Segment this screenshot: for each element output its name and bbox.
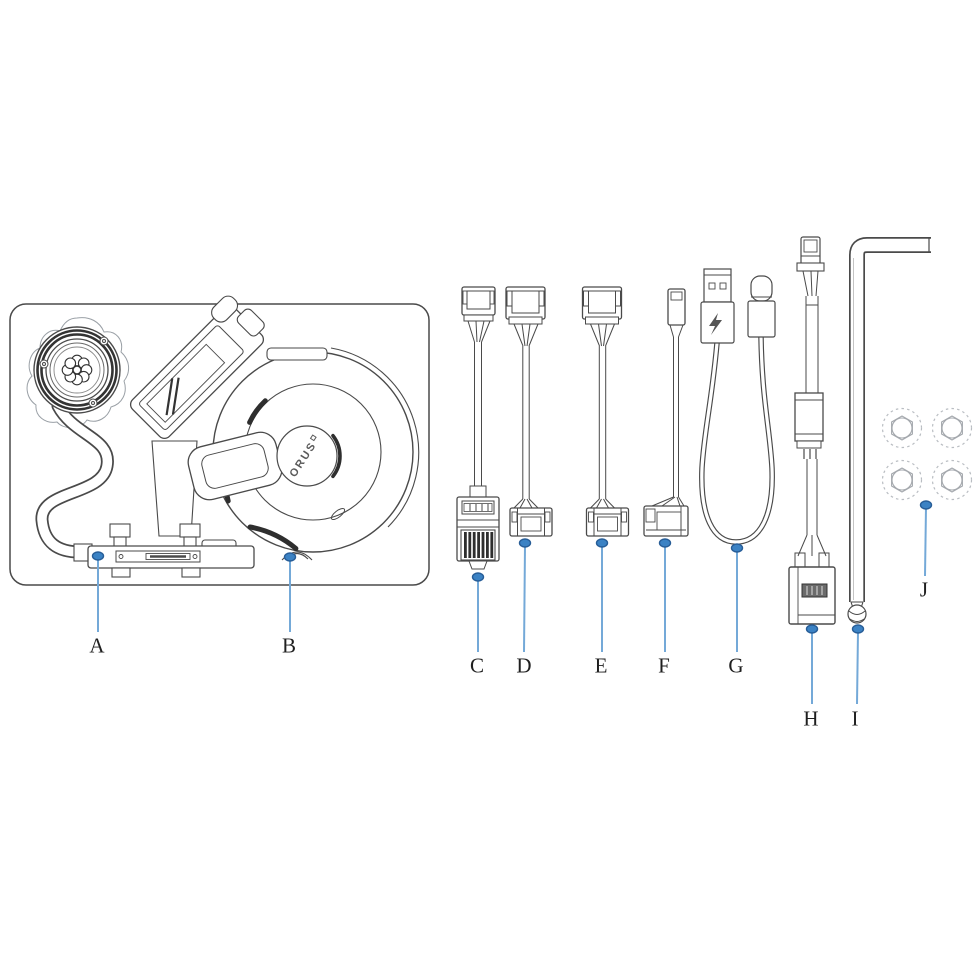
impeller-icon — [61, 354, 93, 386]
part-label-g: G — [728, 653, 744, 678]
dot-g — [730, 543, 744, 553]
part-label-f: F — [658, 653, 670, 678]
part-label-d: D — [516, 653, 532, 678]
cable-g-illustration — [699, 268, 776, 545]
part-label-c: C — [469, 653, 485, 678]
usb-a-connector — [700, 268, 735, 344]
part-label-a: A — [89, 633, 105, 658]
pump-top-block — [129, 295, 265, 440]
dot-f — [658, 538, 672, 548]
callout-dots — [91, 500, 933, 634]
hex-key-illustration — [847, 237, 931, 624]
dot-b — [283, 552, 297, 562]
cable-d-illustration — [505, 286, 553, 537]
part-label-i: I — [851, 706, 859, 731]
part-label-e: E — [594, 653, 608, 678]
dot-d — [518, 538, 532, 548]
dot-i — [851, 624, 865, 634]
usb-c-connector — [747, 275, 776, 338]
part-label-b: B — [281, 633, 297, 658]
leader-lines — [97, 506, 927, 705]
cable-e-illustration — [581, 286, 630, 537]
leader-d — [523, 544, 526, 653]
pump-logo-disc — [276, 425, 338, 487]
ball-end — [847, 604, 867, 624]
part-label-h: H — [803, 706, 819, 731]
leader-j — [924, 506, 927, 577]
lightning-bolt-icon — [709, 313, 722, 335]
cable-h-illustration — [788, 236, 836, 625]
dot-e — [595, 538, 609, 548]
cable-c-illustration — [456, 286, 500, 570]
cable-f-illustration — [643, 288, 689, 537]
dot-h — [805, 624, 819, 634]
connector-label-strip — [801, 583, 828, 598]
usb-header-pins — [464, 532, 494, 558]
pump-unit-illustration — [26, 295, 420, 578]
washer-set-illustration — [881, 407, 973, 501]
dot-a — [91, 551, 105, 561]
leader-i — [856, 630, 859, 705]
dot-c — [471, 572, 485, 582]
inline-module — [794, 392, 824, 442]
mounting-bracket — [87, 523, 255, 578]
cap-screws — [39, 336, 109, 408]
dot-j — [919, 500, 933, 510]
pump-cap — [33, 326, 121, 414]
part-label-j: J — [919, 577, 929, 602]
